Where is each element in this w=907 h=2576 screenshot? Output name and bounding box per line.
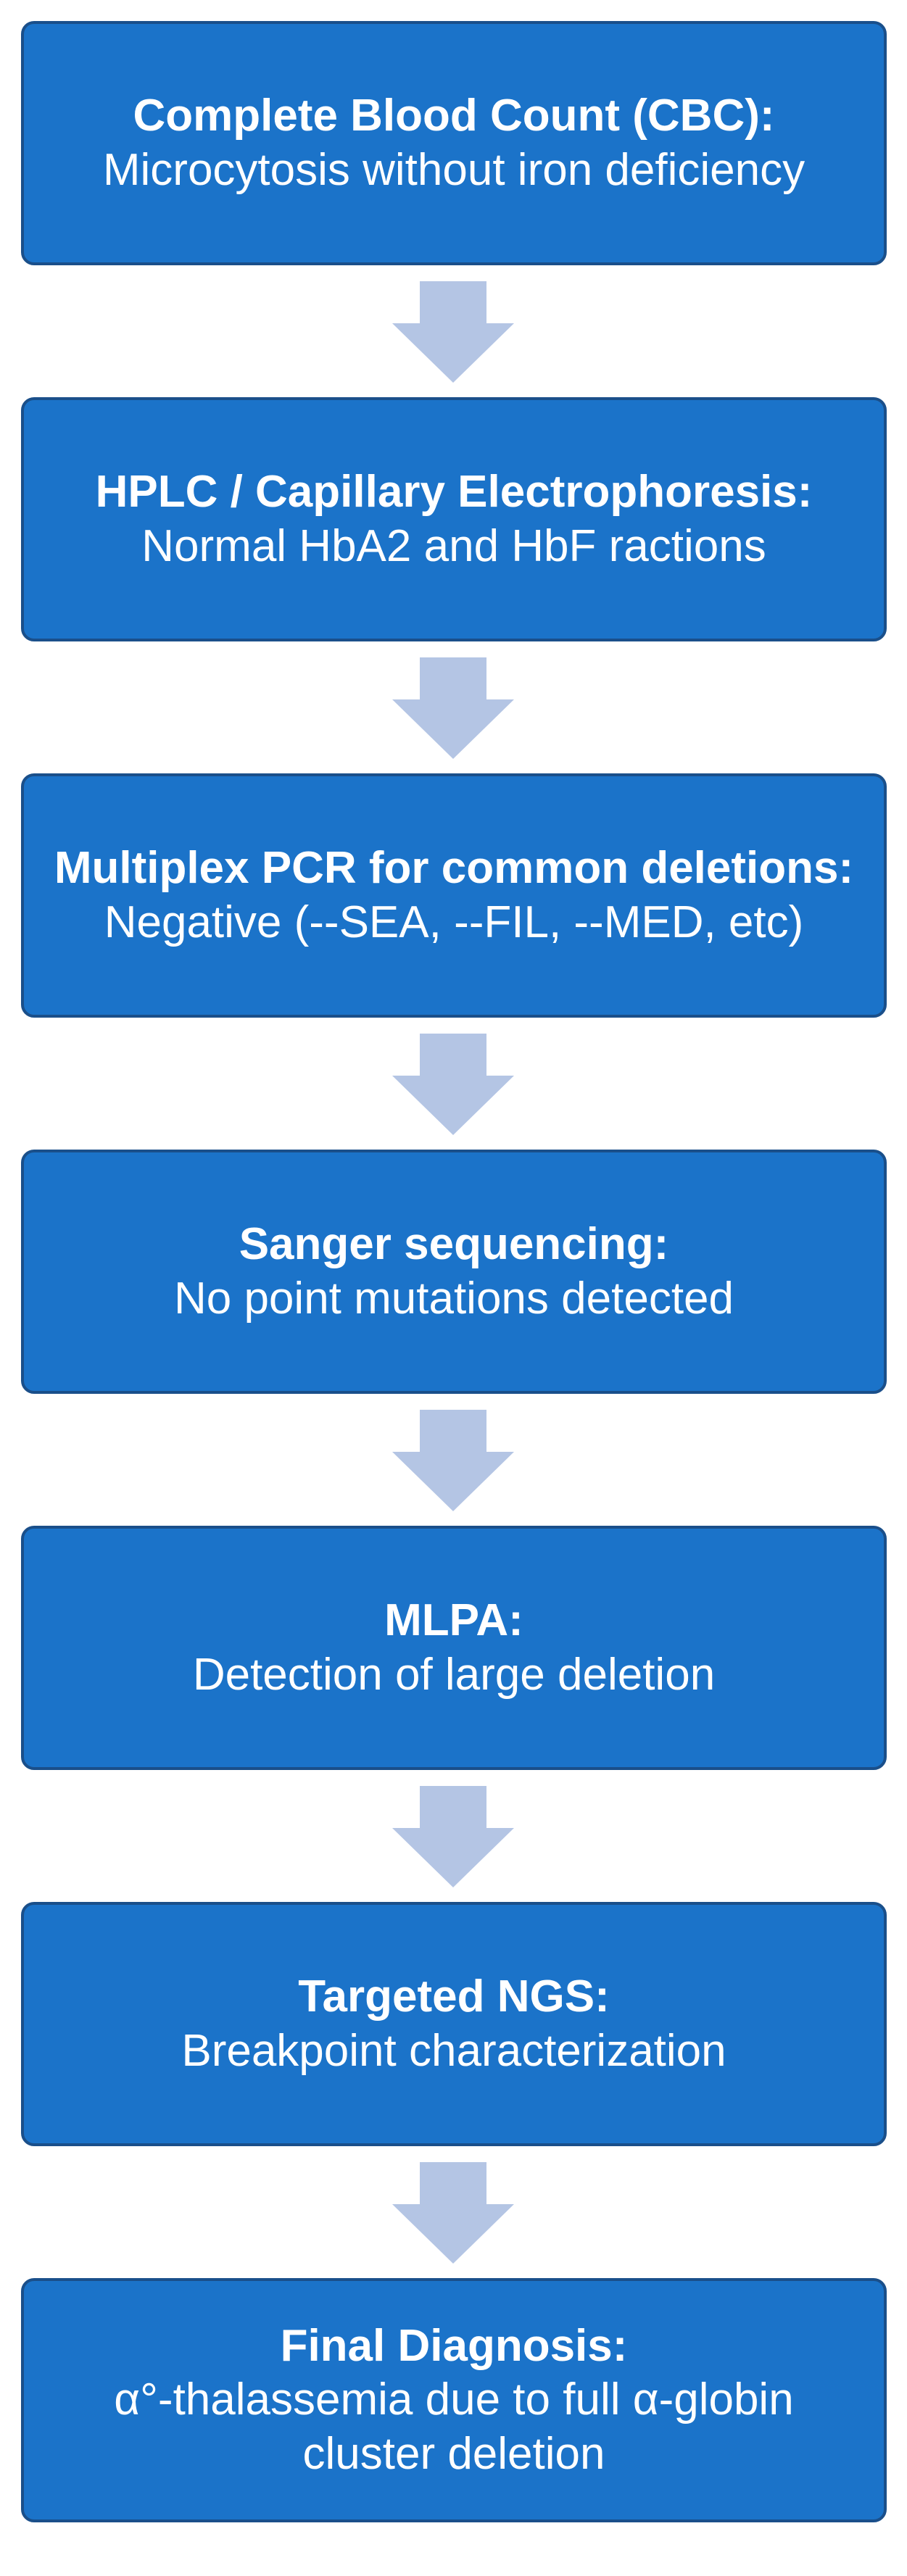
down-arrow-icon — [392, 1786, 514, 1887]
step-targeted-ngs-description: Breakpoint characterization — [181, 2025, 726, 2076]
step-mlpa-description: Detection of large deletion — [192, 1649, 716, 1700]
down-arrow-icon — [392, 1410, 514, 1511]
step-final-diagnosis-description: α°-thalassemia due to full α-globin clus… — [114, 2375, 794, 2479]
step-targeted-ngs-box: Targeted NGS: Breakpoint characterizatio… — [21, 1902, 887, 2146]
step-hplc-box: HPLC / Capillary Electrophoresis: Normal… — [21, 397, 887, 641]
step-cbc-title: Complete Blood Count (CBC): — [133, 91, 775, 141]
down-arrow-icon — [392, 1034, 514, 1135]
step-mlpa-box: MLPA: Detection of large deletion — [21, 1526, 887, 1770]
step-hplc-description: Normal HbA2 and HbF ractions — [141, 520, 766, 571]
step-multiplex-pcr-box: Multiplex PCR for common deletions: Nega… — [21, 773, 887, 1018]
step-mlpa-title: MLPA: — [384, 1595, 523, 1646]
down-arrow-icon — [392, 657, 514, 759]
step-multiplex-pcr-title: Multiplex PCR for common deletions: — [54, 843, 854, 894]
step-sanger-description: No point mutations detected — [173, 1273, 734, 1324]
step-final-diagnosis-title: Final Diagnosis: — [280, 2320, 628, 2371]
step-hplc-title: HPLC / Capillary Electrophoresis: — [95, 467, 813, 518]
down-arrow-icon — [392, 2162, 514, 2264]
step-final-diagnosis-box: Final Diagnosis: α°-thalassemia due to f… — [21, 2278, 887, 2522]
step-cbc-description: Microcytosis without iron deficiency — [102, 144, 805, 195]
step-multiplex-pcr-description: Negative (--SEA, --FIL, --MED, etc) — [104, 897, 804, 947]
step-cbc-box: Complete Blood Count (CBC): Microcytosis… — [21, 21, 887, 265]
step-targeted-ngs-title: Targeted NGS: — [298, 1972, 610, 2022]
step-sanger-box: Sanger sequencing: No point mutations de… — [21, 1150, 887, 1394]
down-arrow-icon — [392, 281, 514, 383]
step-sanger-title: Sanger sequencing: — [239, 1219, 669, 1270]
